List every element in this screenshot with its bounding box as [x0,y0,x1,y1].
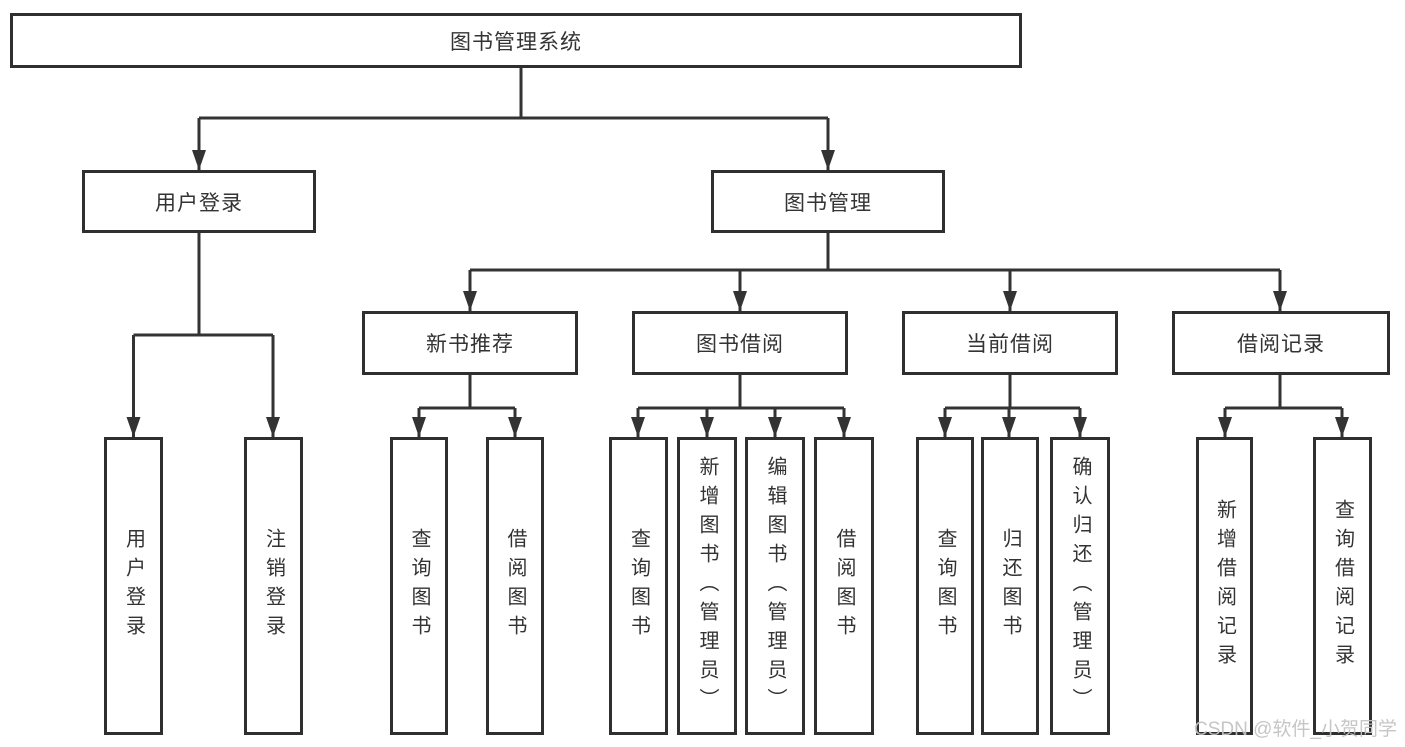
csdn-watermark: CSDN @软件_小贺同学 [1194,719,1397,740]
connector-arrows [126,118,1349,437]
leaf-confirm-return-admin: 确认归还（管理员） [1050,437,1110,735]
leaf-add-book-admin: 新增图书（管理员） [677,437,737,735]
node-book-borrow: 图书借阅 [632,311,848,375]
node-borrow-records: 借阅记录 [1172,311,1390,375]
leaf-return-books: 归还图书 [981,437,1039,735]
leaf-query-books-1: 查询图书 [390,437,448,735]
leaf-query-books-3: 查询图书 [916,437,974,735]
leaf-query-borrow-record: 查询借阅记录 [1313,437,1372,735]
leaf-add-borrow-record: 新增借阅记录 [1196,437,1253,735]
leaf-borrow-books-2: 借阅图书 [814,437,874,735]
node-root-system: 图书管理系统 [10,13,1022,68]
leaf-query-books-2: 查询图书 [609,437,668,735]
leaf-logout: 注销登录 [244,437,303,735]
connector-rails [133,67,1342,410]
node-book-management: 图书管理 [711,170,945,233]
node-current-borrow: 当前借阅 [902,311,1118,375]
node-user-login: 用户登录 [82,170,316,233]
leaf-edit-book-admin: 编辑图书（管理员） [745,437,805,735]
node-new-book-recommend: 新书推荐 [362,311,578,375]
leaf-borrow-books-1: 借阅图书 [486,437,544,735]
leaf-user-login: 用户登录 [104,437,163,735]
